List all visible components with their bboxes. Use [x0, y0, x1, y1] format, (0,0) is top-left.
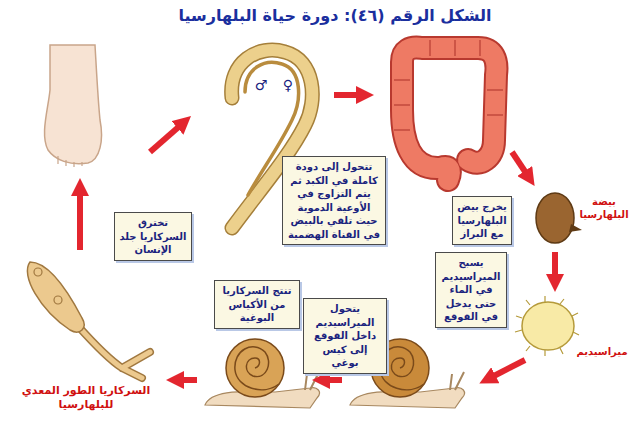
snail-tentacles	[305, 372, 319, 390]
egg-spine	[569, 224, 582, 232]
text-box: يتحول الميراسيديم داخل القوقع إلى كيس بو…	[303, 298, 387, 374]
figure-label: بيضة البلهارسيا	[576, 196, 632, 221]
intestine	[402, 48, 496, 180]
cycle-arrow	[178, 377, 197, 383]
miracidium-cilia	[515, 296, 579, 356]
figure-label: السركاريا الطور المعدي للبلهارسيا	[8, 384, 164, 412]
cycle-arrow	[77, 190, 83, 250]
intestine-outline	[402, 48, 496, 180]
egg	[536, 193, 574, 243]
text-box: تتحول إلى دودة كاملة في الكبد ثم يتم الت…	[282, 156, 386, 245]
figure-label: ميراسيديم	[572, 346, 632, 359]
box-text: تتحول إلى دودة كاملة في الكبد ثم يتم الت…	[287, 160, 381, 241]
cycle-arrow	[512, 152, 528, 176]
box-text: يسبح الميراسيديم في الماء حتى يدخل في ال…	[440, 256, 502, 324]
box-text: تنتج السركاريا من الأكياس البوغية	[219, 284, 295, 325]
box-text: يخرج بيض البلهارسيا مع البراز	[457, 200, 507, 241]
figure-label: ♂	[253, 78, 269, 92]
miracidium	[522, 302, 574, 350]
text-box: تنتج السركاريا من الأكياس البوغية	[214, 280, 300, 329]
cycle-arrow	[324, 377, 342, 383]
cycle-arrow	[150, 124, 182, 152]
cercaria-body	[27, 262, 84, 332]
diagram-title: الشكل الرقم (٤٦): دورة حياة البلهارسيا	[135, 6, 535, 25]
cercaria-tail-outline	[78, 326, 150, 378]
intestine-folds	[394, 40, 503, 130]
cercaria-sucker	[54, 296, 62, 304]
box-text: تخترق السركاريا جلد الإنسان	[119, 216, 187, 257]
text-box: تخترق السركاريا جلد الإنسان	[114, 212, 192, 261]
text-box: يخرج بيض البلهارسيا مع البراز	[452, 196, 512, 245]
cycle-arrow	[334, 92, 362, 98]
cercaria-tail	[78, 326, 150, 378]
foot	[45, 45, 102, 164]
box-text: يتحول الميراسيديم داخل القوقع إلى كيس بو…	[308, 302, 382, 370]
shell-spiral	[235, 347, 279, 390]
cycle-arrows	[80, 95, 555, 380]
figure-label: ♀	[280, 78, 296, 92]
text-box: يسبح الميراسيديم في الماء حتى يدخل في ال…	[435, 252, 507, 328]
cycle-arrow	[490, 360, 525, 378]
snail-shell	[226, 339, 284, 397]
cercaria-sucker	[34, 268, 42, 276]
snail-tentacles	[450, 372, 464, 390]
cycle-arrow	[552, 252, 558, 280]
toes	[58, 156, 82, 167]
